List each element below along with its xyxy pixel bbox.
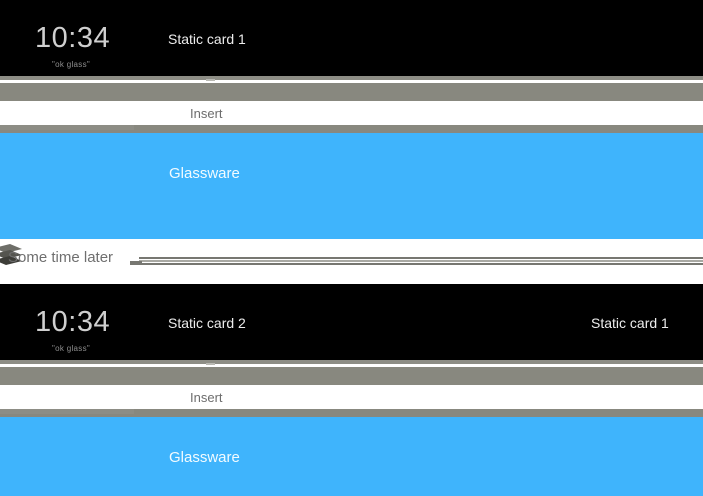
filmstrip-edge-2-left: [0, 360, 210, 364]
filmstrip-band-2-lower: [0, 409, 703, 417]
filmstrip-notch-2: [206, 363, 215, 365]
divider-arrow-tip: [130, 261, 142, 265]
static-card-2-label: Static card 2: [168, 315, 246, 331]
glassware-card-2[interactable]: Glassware: [0, 417, 703, 496]
filmstrip-band-1-lower: [0, 125, 703, 133]
filmstrip-band-2: [0, 367, 703, 385]
insert-row-2[interactable]: Insert: [0, 385, 703, 409]
divider-rule-top: [139, 257, 703, 259]
glassware-label-2: Glassware: [169, 449, 240, 466]
insert-label-1: Insert: [190, 106, 223, 121]
filmstrip-notch-1: [206, 79, 215, 81]
clock-time-1: 10:34: [35, 22, 111, 54]
static-card-1-label: Static card 1: [168, 31, 246, 47]
static-card-1-label-right: Static card 1: [591, 315, 669, 331]
ok-glass-hint-1: "ok glass": [52, 60, 91, 69]
filmstrip-band-1: [0, 83, 703, 101]
static-card-row-1[interactable]: 10:34 "ok glass" Static card 1: [0, 0, 703, 76]
filmstrip-seam-1: [0, 80, 703, 83]
divider-rule-mid: [139, 260, 703, 262]
filmstrip-step-2: [0, 409, 134, 414]
insert-label-2: Insert: [190, 390, 223, 405]
static-card-row-2[interactable]: 10:34 "ok glass" Static card 2 Static ca…: [0, 284, 703, 360]
glassware-label-1: Glassware: [169, 165, 240, 182]
stack-icon: [0, 243, 24, 269]
clock-time-2: 10:34: [35, 306, 111, 338]
some-time-later-label: Some time later: [8, 249, 114, 266]
filmstrip-step-1: [0, 125, 134, 130]
some-time-later-divider: Some time later: [0, 239, 703, 284]
filmstrip-seam-2: [0, 364, 703, 367]
divider-rule-bottom: [139, 263, 703, 265]
ok-glass-hint-2: "ok glass": [52, 344, 91, 353]
insert-row-1[interactable]: Insert: [0, 101, 703, 125]
filmstrip-edge-1-right: [210, 76, 703, 80]
filmstrip-edge-2-right: [210, 360, 703, 364]
glassware-card-1[interactable]: Glassware: [0, 133, 703, 239]
filmstrip-edge-1-left: [0, 76, 210, 80]
